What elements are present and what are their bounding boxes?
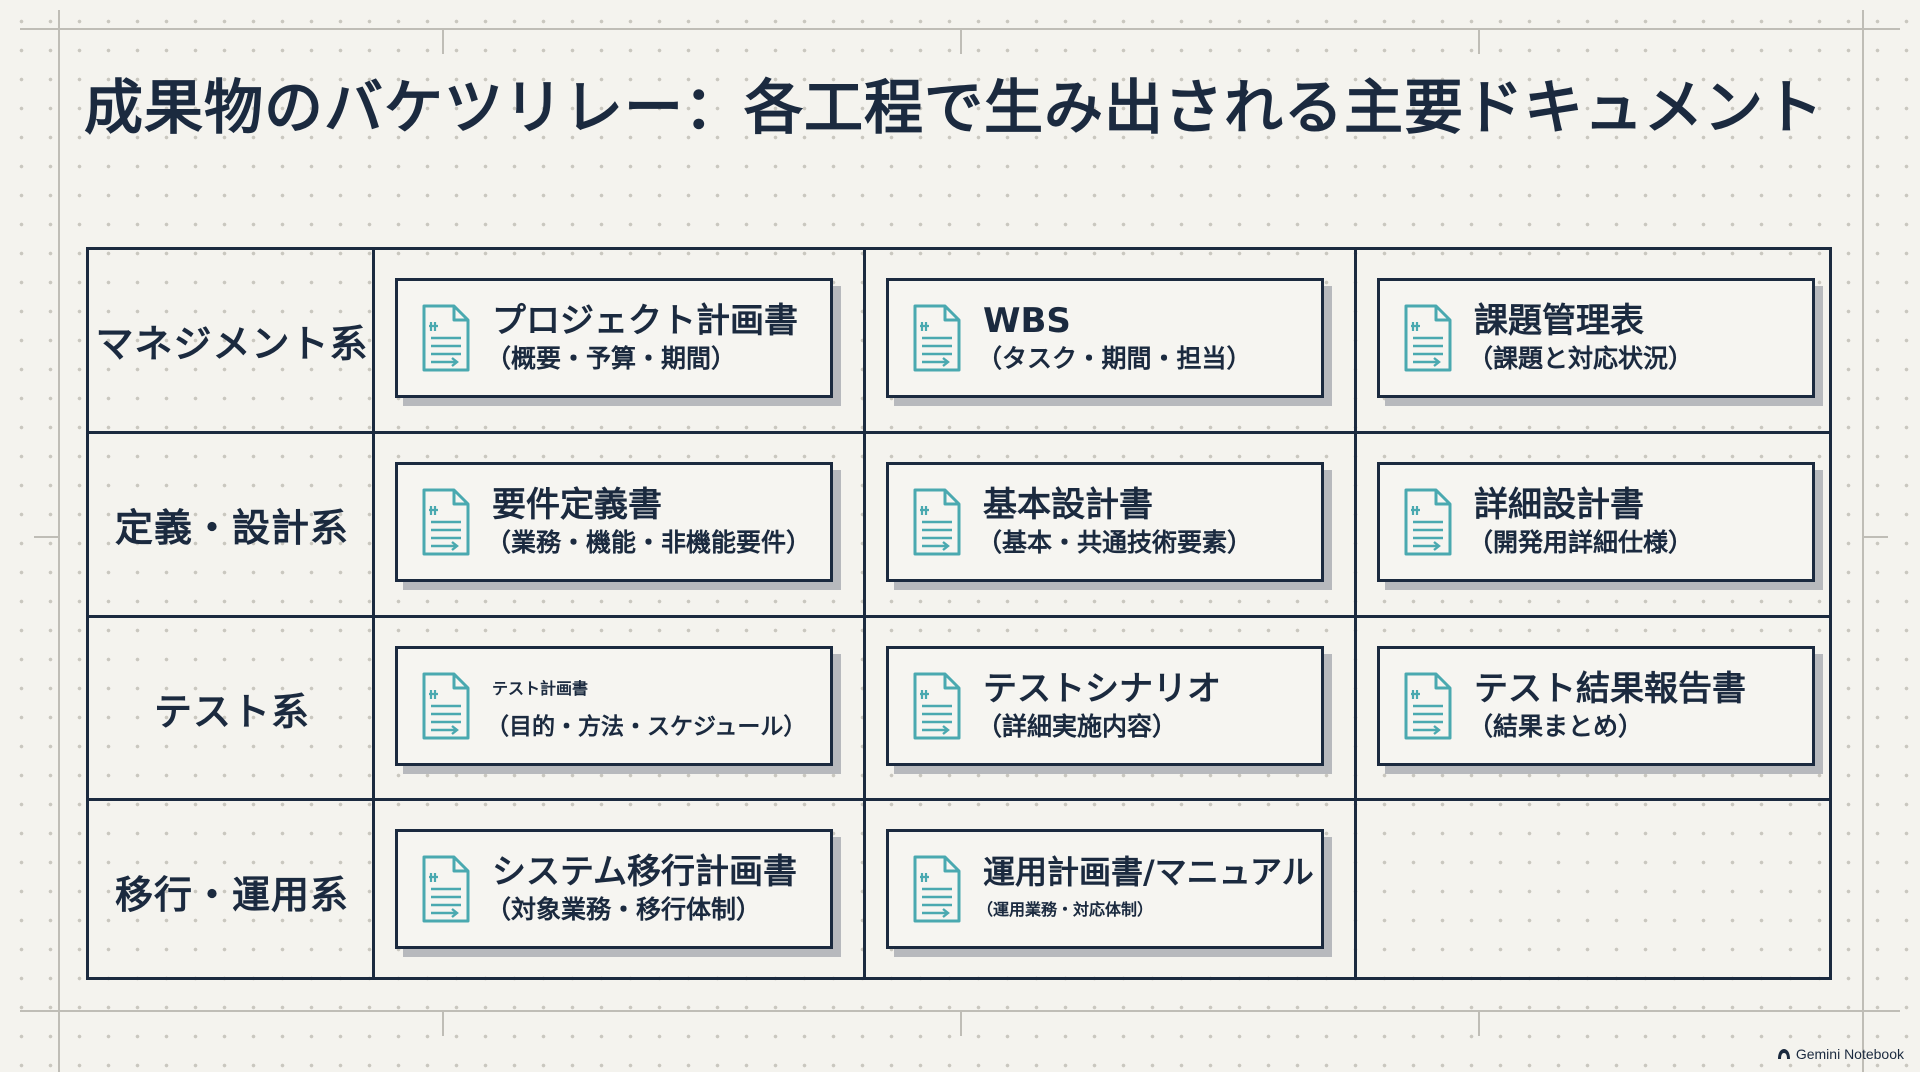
document-title: 運用計画書/マニュアル <box>983 853 1314 891</box>
document-icon <box>1404 672 1452 740</box>
document-card[interactable]: 基本設計書 （基本・共通技術要素） <box>886 462 1324 582</box>
frame-tick <box>1478 1010 1480 1036</box>
document-subtitle: （目的・方法・スケジュール） <box>486 714 807 740</box>
document-icon <box>1404 488 1452 556</box>
document-icon <box>1404 304 1452 372</box>
document-icon <box>422 488 470 556</box>
watermark-text: Gemini Notebook <box>1795 1046 1904 1062</box>
document-icon <box>913 672 961 740</box>
document-subtitle: （結果まとめ） <box>1468 712 1644 741</box>
document-icon <box>913 304 961 372</box>
document-icon <box>422 304 470 372</box>
document-icon <box>422 855 470 923</box>
frame-tick <box>1862 536 1888 538</box>
document-text: テスト結果報告書 （結果まとめ） <box>1468 668 1746 744</box>
row-label: マネジメント系 <box>95 321 369 366</box>
document-card[interactable]: WBS （タスク・期間・担当） <box>886 278 1324 398</box>
document-text: WBS （タスク・期間・担当） <box>977 300 1252 376</box>
document-text: テスト計画書 （目的・方法・スケジュール） <box>486 668 806 744</box>
document-title: 課題管理表 <box>1474 301 1644 341</box>
frame-tick <box>1478 28 1480 54</box>
document-card[interactable]: プロジェクト計画書 （概要・予算・期間） <box>395 278 833 398</box>
document-subtitle: （運用業務・対応体制） <box>977 900 1154 919</box>
document-subtitle: （対象業務・移行体制） <box>486 895 762 924</box>
document-title: プロジェクト計画書 <box>492 301 798 341</box>
document-text: システム移行計画書 （対象業務・移行体制） <box>486 851 797 927</box>
grid-divider <box>89 615 1829 618</box>
document-card[interactable]: システム移行計画書 （対象業務・移行体制） <box>395 829 833 949</box>
document-matrix: マネジメント系 プロジェクト計画書 （概要・予算・期間） WBS （タスク・期間・担当）… <box>86 247 1832 980</box>
document-text: 基本設計書 （基本・共通技術要素） <box>977 484 1252 560</box>
grid-divider <box>372 250 375 977</box>
document-title: WBS <box>983 301 1071 341</box>
document-subtitle: （タスク・期間・担当） <box>977 344 1252 373</box>
document-subtitle: （業務・機能・非機能要件） <box>486 528 812 557</box>
frame-tick <box>960 28 962 54</box>
document-subtitle: （詳細実施内容） <box>977 712 1178 741</box>
frame-tick <box>34 536 60 538</box>
document-subtitle: （概要・予算・期間） <box>486 344 737 373</box>
document-text: 要件定義書 （業務・機能・非機能要件） <box>486 484 811 560</box>
document-title: テスト結果報告書 <box>1474 669 1746 709</box>
document-text: 課題管理表 （課題と対応状況） <box>1468 300 1693 376</box>
document-text: プロジェクト計画書 （概要・予算・期間） <box>486 300 798 376</box>
frame-right-line <box>1862 10 1864 1072</box>
document-card[interactable]: テスト計画書 （目的・方法・スケジュール） <box>395 646 833 766</box>
document-subtitle: （基本・共通技術要素） <box>977 528 1253 557</box>
document-subtitle: （課題と対応状況） <box>1468 344 1694 373</box>
document-text: 詳細設計書 （開発用詳細仕様） <box>1468 484 1693 560</box>
document-card[interactable]: 詳細設計書 （開発用詳細仕様） <box>1377 462 1815 582</box>
document-text: 運用計画書/マニュアル （運用業務・対応体制） <box>977 851 1314 927</box>
document-title: システム移行計画書 <box>492 852 797 892</box>
document-card[interactable]: 要件定義書 （業務・機能・非機能要件） <box>395 462 833 582</box>
frame-tick <box>960 1010 962 1036</box>
notebook-logo-icon <box>1777 1049 1790 1059</box>
document-title: テスト計画書 <box>492 679 589 698</box>
document-icon <box>913 855 961 923</box>
document-icon <box>422 672 470 740</box>
page-title: 成果物のバケツリレー：各工程で生み出される主要ドキュメント <box>84 73 1825 142</box>
grid-divider <box>1354 250 1357 977</box>
frame-tick <box>442 28 444 54</box>
document-icon <box>913 488 961 556</box>
row-label: 定義・設計系 <box>114 505 349 550</box>
document-title: テストシナリオ <box>983 669 1221 709</box>
document-title: 詳細設計書 <box>1474 485 1644 525</box>
row-label: 移行・運用系 <box>114 872 349 917</box>
grid-divider <box>863 250 866 977</box>
frame-left-line <box>58 10 60 1072</box>
document-text: テストシナリオ （詳細実施内容） <box>977 668 1221 744</box>
grid-divider <box>89 431 1829 434</box>
document-card[interactable]: 運用計画書/マニュアル （運用業務・対応体制） <box>886 829 1324 949</box>
grid-divider <box>89 798 1829 801</box>
document-subtitle: （開発用詳細仕様） <box>1468 528 1694 557</box>
document-card[interactable]: テストシナリオ （詳細実施内容） <box>886 646 1324 766</box>
frame-tick <box>442 1010 444 1036</box>
watermark: Gemini Notebook <box>1777 1046 1904 1062</box>
row-label: テスト系 <box>153 689 310 734</box>
document-title: 基本設計書 <box>983 485 1153 525</box>
document-card[interactable]: 課題管理表 （課題と対応状況） <box>1377 278 1815 398</box>
document-card[interactable]: テスト結果報告書 （結果まとめ） <box>1377 646 1815 766</box>
document-title: 要件定義書 <box>492 485 662 525</box>
